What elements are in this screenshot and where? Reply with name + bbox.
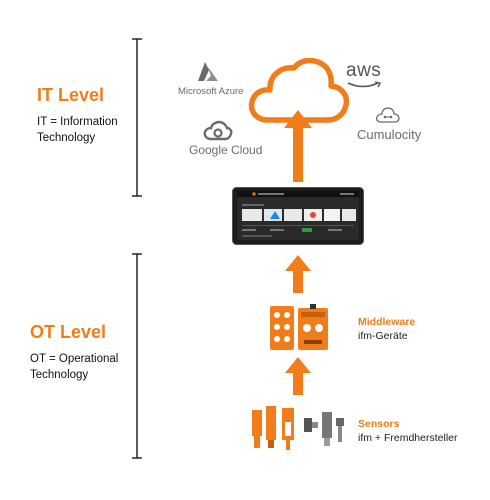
io-link-master-icon: [270, 304, 328, 350]
up-arrow-icon: [284, 110, 312, 182]
aws-logo-icon: [347, 81, 382, 88]
sensor-icon: [252, 406, 344, 450]
cumulocity-logo-icon: [375, 107, 400, 123]
it-level-title: IT Level: [37, 85, 105, 105]
it-level-desc-line2: Technology: [37, 132, 96, 144]
up-arrow-icon: [285, 255, 311, 293]
aws-label: aws: [346, 60, 382, 81]
it-level-description: IT = Information Technology: [37, 114, 118, 146]
middleware-description: ifm-Geräte: [358, 330, 408, 342]
ot-level-bracket: [132, 253, 142, 459]
cumulocity-label: Cumulocity: [357, 127, 422, 142]
sensors-description: ifm + Fremdhersteller: [358, 432, 458, 444]
sensors-title: Sensors: [358, 418, 400, 430]
it-level-bracket: [132, 38, 142, 197]
tablet-dashboard-icon: [232, 187, 364, 245]
ot-level-desc-line1: OT = Operational: [30, 353, 119, 365]
google-cloud-label: Google Cloud: [189, 143, 263, 157]
ot-level-description: OT = Operational Technology: [30, 351, 118, 383]
cloud-icon: [248, 58, 350, 123]
ot-level-desc-line2: Technology: [30, 369, 89, 381]
up-arrow-icon: [285, 357, 311, 395]
it-level-desc-line1: IT = Information: [37, 116, 118, 128]
azure-logo-icon: [198, 62, 218, 81]
google-cloud-logo-icon: [203, 120, 233, 141]
middleware-title: Middleware: [358, 316, 416, 328]
ot-level-title: OT Level: [30, 322, 107, 342]
azure-label: Microsoft Azure: [178, 86, 244, 97]
